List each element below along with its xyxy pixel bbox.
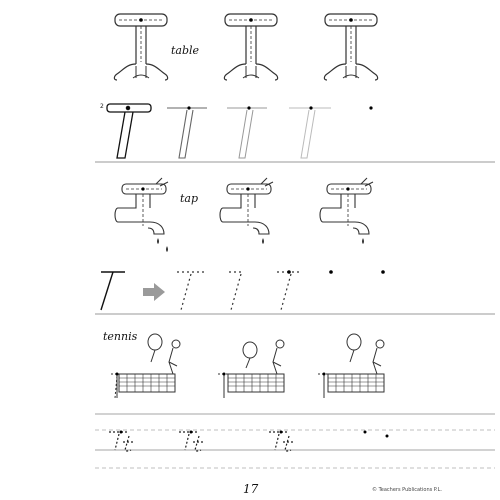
table-word: table xyxy=(171,44,200,57)
stroke-number: 2 xyxy=(100,103,104,110)
tennis-word: tennis xyxy=(103,330,138,343)
tennis-scene-1 xyxy=(111,333,181,399)
table-letter-t-2 xyxy=(223,13,279,81)
practice-letters xyxy=(95,270,495,315)
tennis-scene-2 xyxy=(218,339,285,398)
tennis-scene-3 xyxy=(318,333,385,398)
trace-letters xyxy=(95,103,495,163)
tap-letter-t-3 xyxy=(319,177,374,244)
right-arrow-icon xyxy=(143,283,165,301)
page-number: 17 xyxy=(243,482,259,496)
tap-letter-t-2 xyxy=(219,177,274,244)
table-letter-t-3 xyxy=(323,13,379,81)
table-letter-t-1 xyxy=(113,13,169,81)
writing-lines xyxy=(95,413,495,469)
copyright-text: © Teachers Publications P.L. xyxy=(372,487,443,493)
tap-word: tap xyxy=(180,192,199,205)
tap-letter-t-1 xyxy=(114,177,169,252)
